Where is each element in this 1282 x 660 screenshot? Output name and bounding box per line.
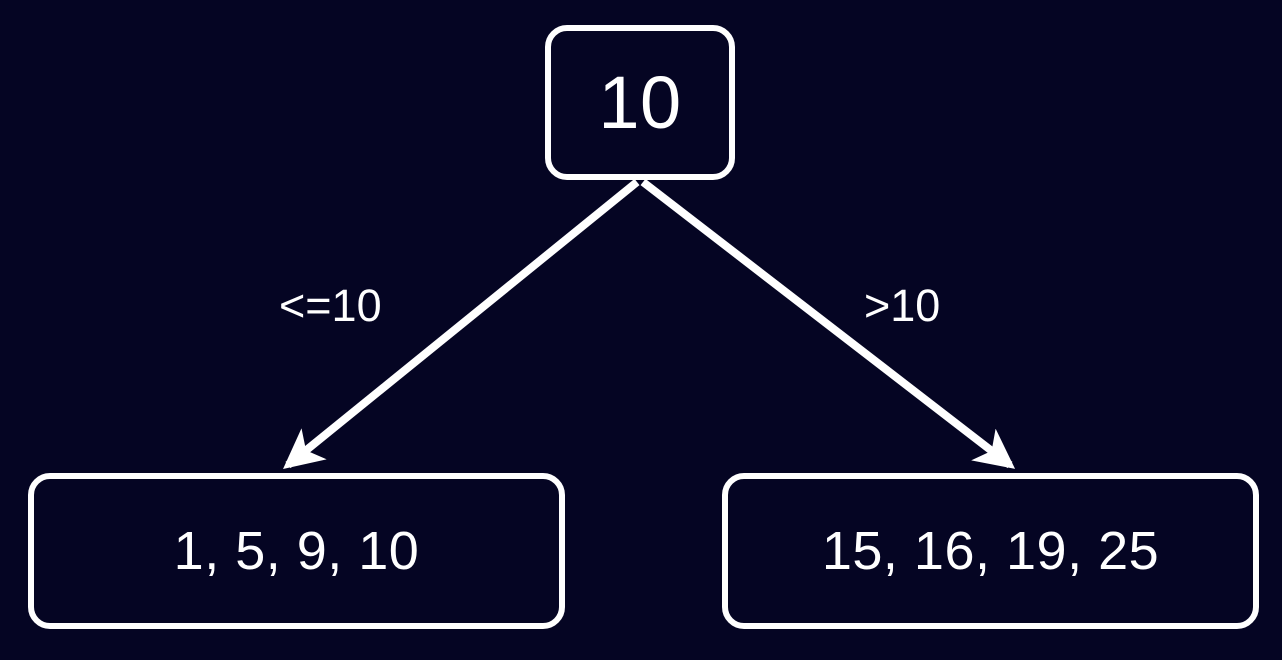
edge-line-left bbox=[283, 178, 640, 470]
edge-label-greater-than: >10 bbox=[864, 280, 941, 331]
edge-label-less-than-equal: <=10 bbox=[279, 280, 382, 331]
node-right-leaf[interactable]: 15, 16, 19, 25 bbox=[722, 473, 1259, 629]
edge-line-right bbox=[640, 178, 1016, 469]
node-root[interactable]: 10 bbox=[545, 25, 735, 180]
node-left-leaf[interactable]: 1, 5, 9, 10 bbox=[28, 473, 565, 629]
